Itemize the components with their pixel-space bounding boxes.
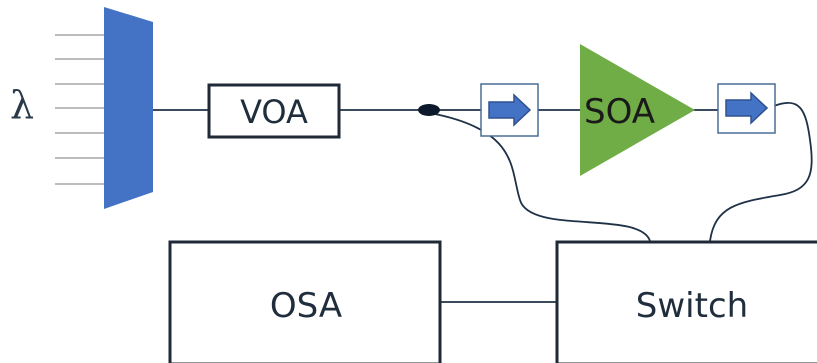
voa-block: VOA [207,83,341,139]
input-channel-lines [55,34,104,185]
osa-label: OSA [270,286,342,326]
isolator-2 [717,83,776,134]
lambda-label: λ [10,83,34,127]
soa-block: SOA [580,44,695,176]
soa-label: SOA [584,92,655,132]
right-arrow-icon [725,91,769,125]
voa-label: VOA [240,93,308,131]
coupler-dot-icon [418,104,440,116]
switch-label: Switch [636,286,748,326]
right-arrow-icon [488,93,532,127]
switch-block: Switch [555,240,817,363]
osa-block: OSA [168,240,442,363]
multiplexer-block [104,7,153,209]
isolator-1 [480,83,539,137]
